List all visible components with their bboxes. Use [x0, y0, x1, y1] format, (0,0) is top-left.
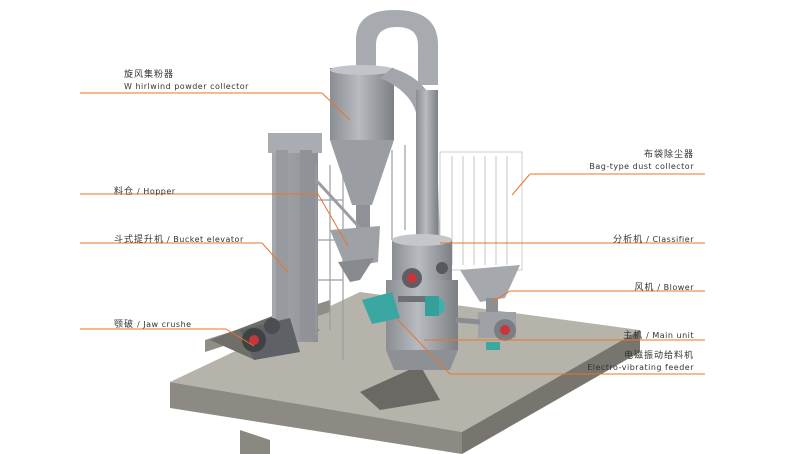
- bag-dust-collector: [439, 151, 523, 312]
- label-bag-cn: 布袋除尘器: [643, 150, 694, 160]
- label-jaw: 颚破 / Jaw crushe: [114, 320, 192, 330]
- bucket-elevator: [268, 133, 322, 342]
- label-blower: 风机 / Blower: [634, 283, 694, 293]
- label-feeder-en: Electro-vibrating feeder: [587, 363, 694, 372]
- label-whirlwind: 旋风集粉器 W hirlwind powder collector: [124, 69, 249, 93]
- jaw-crusher: [240, 318, 300, 360]
- label-blower-cn: 风机: [634, 283, 655, 293]
- label-bucket-cn: 斗式提升机: [114, 235, 165, 245]
- main-unit: [386, 234, 458, 370]
- leader-lines: [80, 92, 705, 375]
- label-bucket: 斗式提升机 / Bucket elevator: [114, 235, 244, 245]
- label-main-cn: 主机: [623, 331, 644, 341]
- label-classifier-cn: 分析机: [613, 235, 644, 245]
- label-whirlwind-en: W hirlwind powder collector: [124, 82, 249, 91]
- blower: [455, 312, 516, 350]
- label-hopper-en: Hopper: [143, 187, 176, 196]
- label-bag-en: Bag-type dust collector: [589, 162, 694, 171]
- label-bag: 布袋除尘器 Bag-type dust collector: [589, 149, 694, 173]
- label-blower-en: Blower: [663, 283, 694, 292]
- label-bucket-en: Bucket elevator: [173, 235, 244, 244]
- whirlwind-collector: [330, 10, 440, 240]
- label-jaw-cn: 颚破: [114, 320, 135, 330]
- label-hopper: 料仓 / Hopper: [114, 187, 176, 197]
- label-feeder: 电磁振动给料机 Electro-vibrating feeder: [587, 350, 694, 374]
- label-hopper-cn: 料仓: [114, 187, 135, 197]
- vibrating-feeder: [362, 292, 445, 324]
- label-feeder-cn: 电磁振动给料机: [623, 351, 694, 361]
- label-whirlwind-cn: 旋风集粉器: [124, 70, 175, 80]
- label-classifier: 分析机 / Classifier: [613, 235, 694, 245]
- label-main: 主机 / Main unit: [623, 331, 694, 341]
- label-classifier-en: Classifier: [652, 235, 694, 244]
- label-jaw-en: Jaw crushe: [143, 320, 192, 329]
- label-main-en: Main unit: [652, 331, 694, 340]
